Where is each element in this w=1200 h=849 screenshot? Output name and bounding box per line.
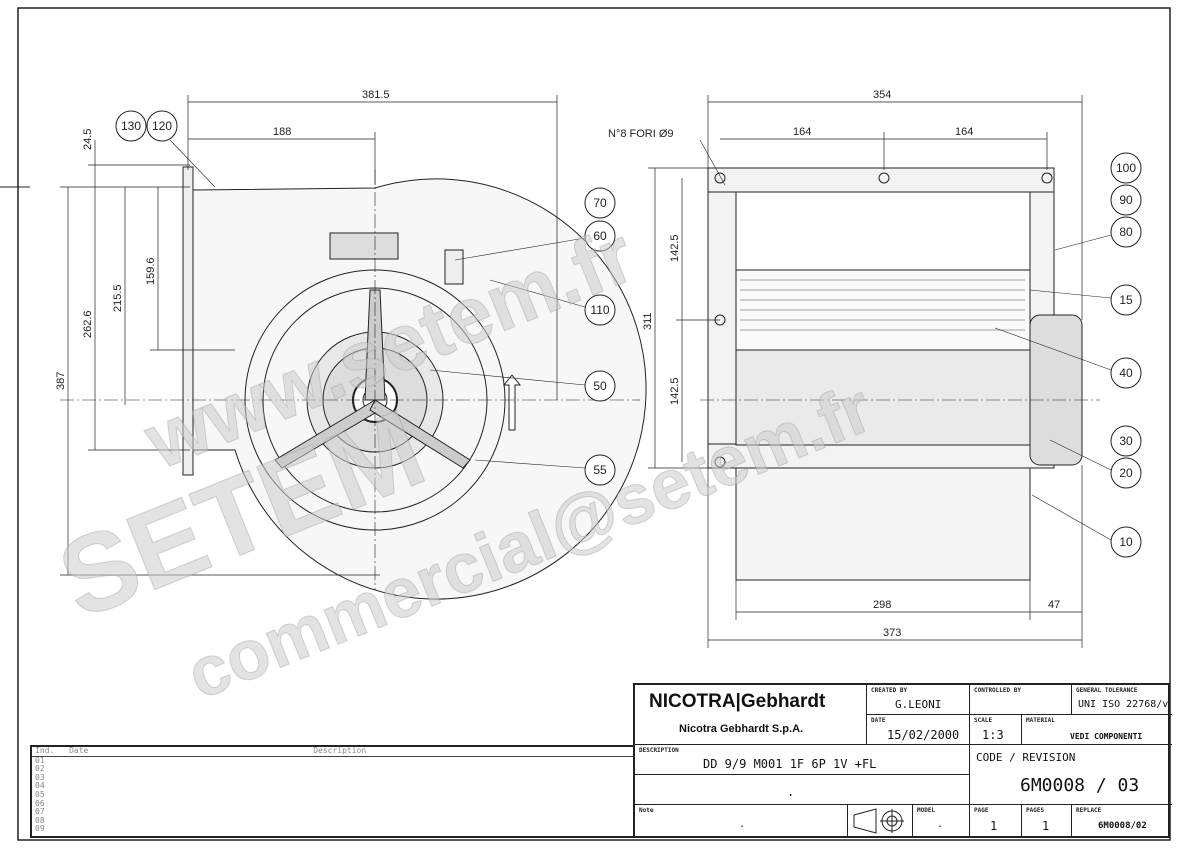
dim-164-b: 164 [955,126,973,138]
svg-text:90: 90 [1119,193,1133,207]
rev-header-description: Description [313,746,367,755]
rev-row: 06 [35,798,45,808]
tolerance-label: GENERAL TOLERANCE [1076,687,1138,694]
svg-text:50: 50 [593,379,607,393]
dim-262-6: 262.6 [82,310,94,338]
svg-text:120: 120 [152,119,172,133]
projection-symbol-icon [853,808,904,834]
pages-label: PAGES [1026,807,1045,814]
front-view [648,95,1100,648]
svg-text:100: 100 [1116,161,1136,175]
dim-215-5: 215.5 [112,284,124,312]
scale: 1:3 [982,728,1004,742]
material-label: MATERIAL [1026,717,1055,724]
description: DD 9/9 M001 1F 6P 1V +FL [703,757,877,771]
svg-text:110: 110 [590,303,609,317]
svg-text:60: 60 [593,229,607,243]
svg-text:55: 55 [593,463,607,477]
date: 15/02/2000 [887,728,960,742]
rev-row: 01 [35,755,45,765]
code-revision: 6M0008 / 03 [1020,775,1140,796]
dim-142-5-b: 142.5 [669,377,681,405]
dim-387: 387 [55,372,67,390]
revision-table: Ind. Date Description 01 02 03 04 05 06 … [30,745,633,838]
dim-159-6: 159.6 [145,257,157,285]
pages: 1 [1042,819,1050,833]
balloons-left: 130 120 70 60 110 50 55 [115,110,616,486]
rev-row: 05 [35,789,45,799]
dim-311: 311 [642,312,654,330]
dim-164-a: 164 [793,126,811,138]
svg-text:70: 70 [593,196,607,210]
model-label: MODEL [917,807,936,814]
hole-note: N°8 FORI Ø9 [608,128,674,140]
replace-label: REPLACE [1076,807,1102,814]
material: VEDI COMPONENTI [1070,732,1143,741]
scale-label: SCALE [974,717,993,724]
dim-47: 47 [1048,599,1060,611]
description-line-2: . [787,785,795,799]
controlled-by-label: CONTROLLED BY [974,687,1021,694]
svg-text:130: 130 [121,119,141,133]
code-label: CODE / REVISION [976,751,1076,764]
rev-row: 08 [35,815,45,825]
title-block: NICOTRA|Gebhardt Nicotra Gebhardt S.p.A.… [633,683,1172,838]
side-view [60,95,647,600]
created-by: G.LEONI [895,698,942,711]
dim-298: 298 [873,599,891,611]
page-label: PAGE [974,807,989,814]
svg-text:10: 10 [1119,535,1133,549]
rev-row: 04 [35,781,45,791]
date-label: DATE [871,717,886,724]
svg-text:80: 80 [1119,225,1133,239]
drawing-frame [17,7,1171,841]
dim-188: 188 [273,126,291,138]
dim-24-5: 24.5 [82,129,94,150]
dim-373: 373 [883,627,901,639]
rev-row: 03 [35,772,45,782]
svg-text:15: 15 [1119,293,1133,307]
rev-header-date: Date [69,746,89,755]
model: . [937,819,944,830]
company-logo: NICOTRA|Gebhardt [649,691,826,712]
description-label: DESCRIPTION [639,747,679,754]
tolerance: UNI ISO 22768/v [1078,699,1169,710]
note-label: Note [639,807,654,814]
replace: 6M0008/02 [1098,821,1147,831]
dim-354: 354 [873,89,891,101]
rev-row: 02 [35,764,45,774]
svg-text:30: 30 [1119,434,1133,448]
dim-381-5: 381.5 [362,89,390,101]
balloons-right: 100 90 80 15 40 30 20 10 [1110,152,1142,558]
note: . [739,819,746,830]
rev-row: 09 [35,824,45,834]
rev-row: 07 [35,807,45,817]
svg-text:20: 20 [1119,466,1133,480]
company-name: Nicotra Gebhardt S.p.A. [679,723,804,735]
created-by-label: CREATED BY [871,687,908,694]
dim-142-5-a: 142.5 [669,234,681,262]
page: 1 [990,819,998,833]
rev-header-ind: Ind. [35,746,55,755]
svg-text:40: 40 [1119,366,1133,380]
